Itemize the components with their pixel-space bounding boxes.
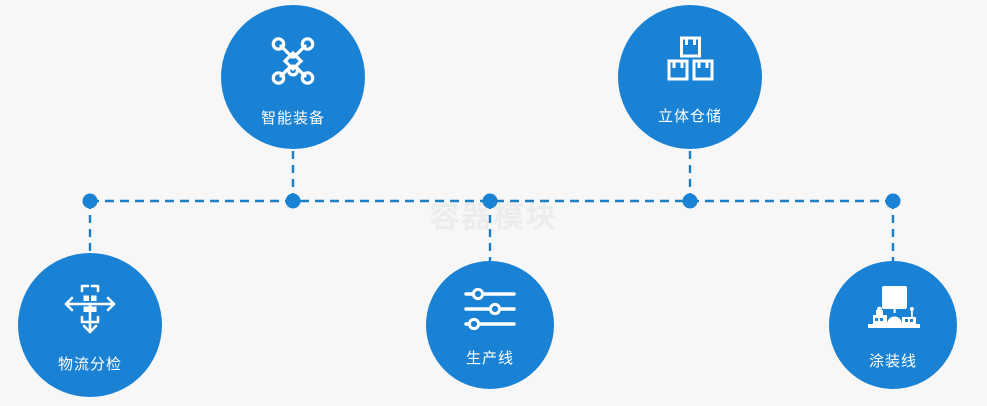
watermark-label: 容器模块 [429, 201, 558, 234]
sliders-icon [461, 287, 519, 331]
node-label-tuzhuang-xian: 涂装线 [868, 352, 917, 370]
node-label-wuliu-fenjian: 物流分检 [57, 355, 122, 373]
node-label-liti-cangchu: 立体仓储 [657, 107, 722, 125]
node-label-shengchan-xian: 生产线 [465, 349, 514, 367]
paint-line-machine-icon [862, 284, 924, 334]
node-wuliu-fenjian[interactable]: 物流分检 [18, 253, 162, 397]
sorting-arrows-icon [61, 281, 119, 337]
node-zhineng-zhuangbei[interactable]: 智能装备 [221, 5, 365, 149]
network-nodes-icon [265, 33, 321, 89]
node-liti-cangchu[interactable]: 立体仓储 [618, 5, 762, 149]
node-label-zhineng-zhuangbei: 智能装备 [260, 109, 325, 127]
node-shengchan-xian[interactable]: 生产线 [426, 261, 554, 389]
stacked-boxes-icon [663, 35, 717, 87]
node-tuzhuang-xian[interactable]: 涂装线 [829, 261, 957, 389]
